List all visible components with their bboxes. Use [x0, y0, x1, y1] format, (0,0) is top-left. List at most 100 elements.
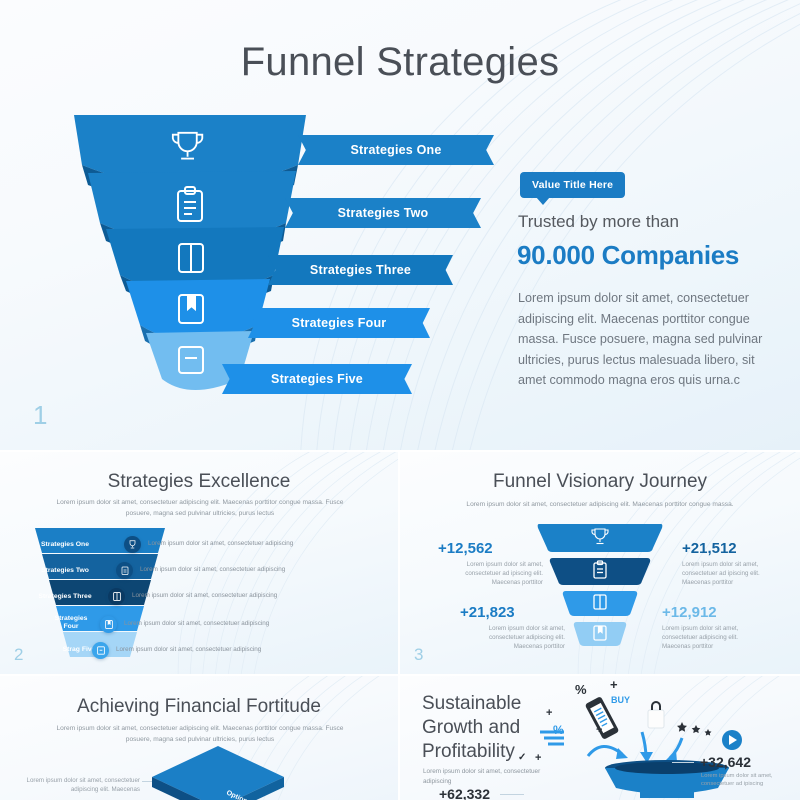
- stack-layer-2: [549, 558, 651, 585]
- stat-value-1: +12,562: [438, 540, 493, 557]
- funnel-layer-3: [106, 227, 284, 294]
- glyph-percent-2: %: [553, 723, 564, 737]
- trophy-icon: [591, 528, 609, 545]
- row-desc-5: Lorem ipsum dolor sit amet, consectetuer…: [116, 646, 262, 653]
- tri-row-label-3: Strategies Three: [0, 588, 130, 606]
- banner-label: Strategies Two: [337, 206, 429, 220]
- subtitle: Lorem ipsum dolor sit amet, consectetuer…: [56, 499, 344, 517]
- row-icon-book[interactable]: [108, 588, 125, 605]
- arrow-heads: [616, 748, 677, 763]
- book-icon: [178, 243, 204, 273]
- banner-label: Strategies Five: [271, 372, 363, 386]
- funnel-layer-4: [126, 279, 270, 341]
- stack-layer-1: [537, 524, 663, 552]
- stat-text-2: Lorem ipsum dolor sit amet, consectetuer…: [682, 561, 760, 586]
- stat-text-1: Lorem ipsum dolor sit amet, consectetuer…: [465, 561, 543, 586]
- stat-text-3: Lorem ipsum dolor sit amet, consectetuer…: [488, 625, 565, 650]
- phone-icon: [585, 697, 619, 739]
- stars-icon: [677, 722, 712, 736]
- slide-sustainable-growth: Sustainable Growth and Profitability Lor…: [400, 676, 800, 800]
- subtitle: Lorem ipsum dolor sit amet, consectetuer…: [466, 501, 734, 508]
- trophy-icon: [171, 131, 204, 160]
- glyph-plus-1: +: [610, 677, 618, 692]
- bookmark-book-icon: [178, 294, 204, 324]
- notebook-icon: [178, 346, 204, 374]
- block-left-face: [152, 777, 201, 800]
- funnel-diagram: [74, 115, 306, 390]
- lines-icon: [540, 730, 564, 746]
- tri-row-label-5: Strag Five: [20, 639, 138, 661]
- page-number-2: 2: [14, 645, 24, 664]
- row-icon-bookmark-book[interactable]: [100, 616, 117, 633]
- slide-achieving-financial-fortitude: Achieving Financial Fortitude Lorem ipsu…: [0, 676, 398, 800]
- clipboard-icon: [593, 560, 607, 579]
- banner-label: Strategies Four: [291, 316, 387, 330]
- leader-line-right: [672, 762, 694, 763]
- block-label: Option 02: [225, 789, 257, 800]
- stat-value-3: +21,823: [460, 604, 515, 621]
- tri-label: Strategies Three: [38, 592, 92, 600]
- banner-strategies-one[interactable]: Strategies One: [298, 135, 494, 165]
- banner-strategies-two[interactable]: Strategies Two: [285, 198, 481, 228]
- stat-value-left: +62,332: [439, 786, 490, 800]
- tri-row-label-4: Strategies Four: [12, 612, 130, 634]
- row-desc-2: Lorem ipsum dolor sit amet, consectetuer…: [140, 566, 286, 573]
- trophy-icon: [129, 540, 136, 549]
- page-title: Funnel Visionary Journey: [492, 471, 708, 492]
- stack-layer-4: [573, 622, 627, 646]
- subtitle: Lorem ipsum dolor sit amet, consectetuer…: [423, 768, 541, 785]
- row-desc-3: Lorem ipsum dolor sit amet, consectetuer…: [132, 592, 278, 599]
- tri-layer-3: [49, 580, 151, 605]
- slide-funnel-strategies: Funnel Strategies: [0, 0, 800, 450]
- row-icon-notebook[interactable]: [92, 642, 109, 659]
- slide-strategies-excellence: Strategies Excellence Lorem ipsum dolor …: [0, 452, 398, 674]
- body-paragraph: Lorem ipsum dolor sit amet, consectetuer…: [518, 291, 763, 387]
- stat-value-4: +12,912: [662, 604, 717, 621]
- tri-layer-4: [56, 606, 144, 631]
- clipboard-icon: [121, 566, 128, 575]
- page-title: Strategies Excellence: [107, 471, 291, 492]
- companies-count: 90.000 Companies: [517, 240, 740, 270]
- side-note: Lorem ipsum dolor sit amet, consectetuer…: [26, 777, 141, 793]
- value-title-badge[interactable]: Value Title Here: [520, 172, 626, 205]
- banner-strategies-three[interactable]: Strategies Three: [268, 255, 453, 285]
- page-title: Funnel Strategies: [240, 40, 560, 84]
- row-icon-trophy[interactable]: [124, 536, 141, 553]
- row-desc-1: Lorem ipsum dolor sit amet, consectetuer…: [148, 540, 294, 547]
- funnel-layer-5: [146, 331, 254, 390]
- banner-strategies-four[interactable]: Strategies Four: [248, 308, 430, 338]
- stat-text-right: Lorem ipsum dolor sit amet, consectetuer…: [701, 773, 773, 787]
- page-number-3: 3: [414, 645, 424, 664]
- tri-label: Strategies One: [41, 540, 89, 548]
- glyph-check: ✓: [518, 752, 527, 763]
- row-desc-4: Lorem ipsum dolor sit amet, consectetuer…: [124, 620, 270, 627]
- glyph-plus-3: +: [596, 724, 603, 736]
- banner-strategies-five[interactable]: Strategies Five: [222, 364, 412, 394]
- growth-illustration: [540, 697, 742, 798]
- page-number: 1: [33, 400, 48, 430]
- slide-funnel-visionary-journey: Funnel Visionary Journey Lorem ipsum dol…: [400, 452, 800, 674]
- tri-label: Strag Five: [62, 645, 96, 653]
- bookmark-book-icon: [593, 625, 607, 641]
- page-title: Sustainable Growth and Profitability: [422, 693, 522, 762]
- glyph-percent-1: %: [575, 682, 587, 697]
- leader-line-left: [500, 794, 524, 795]
- stat-text-4: Lorem ipsum dolor sit amet, consectetuer…: [662, 625, 739, 650]
- funnel-stack: [537, 524, 663, 646]
- tri-row-label-1: Strategies One: [0, 536, 130, 554]
- funnel-bowl: [605, 760, 729, 798]
- isometric-block: Option 02: [152, 746, 284, 800]
- tri-row-label-2: Strategies Two: [0, 562, 130, 580]
- glyph-buy: BUY: [611, 695, 631, 705]
- notebook-icon: [96, 646, 105, 655]
- banner-label: Strategies One: [350, 143, 442, 157]
- glyph-plus-2: +: [546, 707, 553, 719]
- row-icon-clipboard[interactable]: [116, 562, 133, 579]
- stat-value-2: +21,512: [682, 540, 737, 557]
- bookmark-book-icon: [104, 620, 113, 629]
- clipboard-icon: [177, 186, 203, 222]
- stat-value-right: +32,642: [700, 754, 751, 770]
- tri-label: Strategies Two: [41, 566, 89, 574]
- book-icon: [112, 592, 121, 601]
- play-icon[interactable]: [722, 730, 742, 750]
